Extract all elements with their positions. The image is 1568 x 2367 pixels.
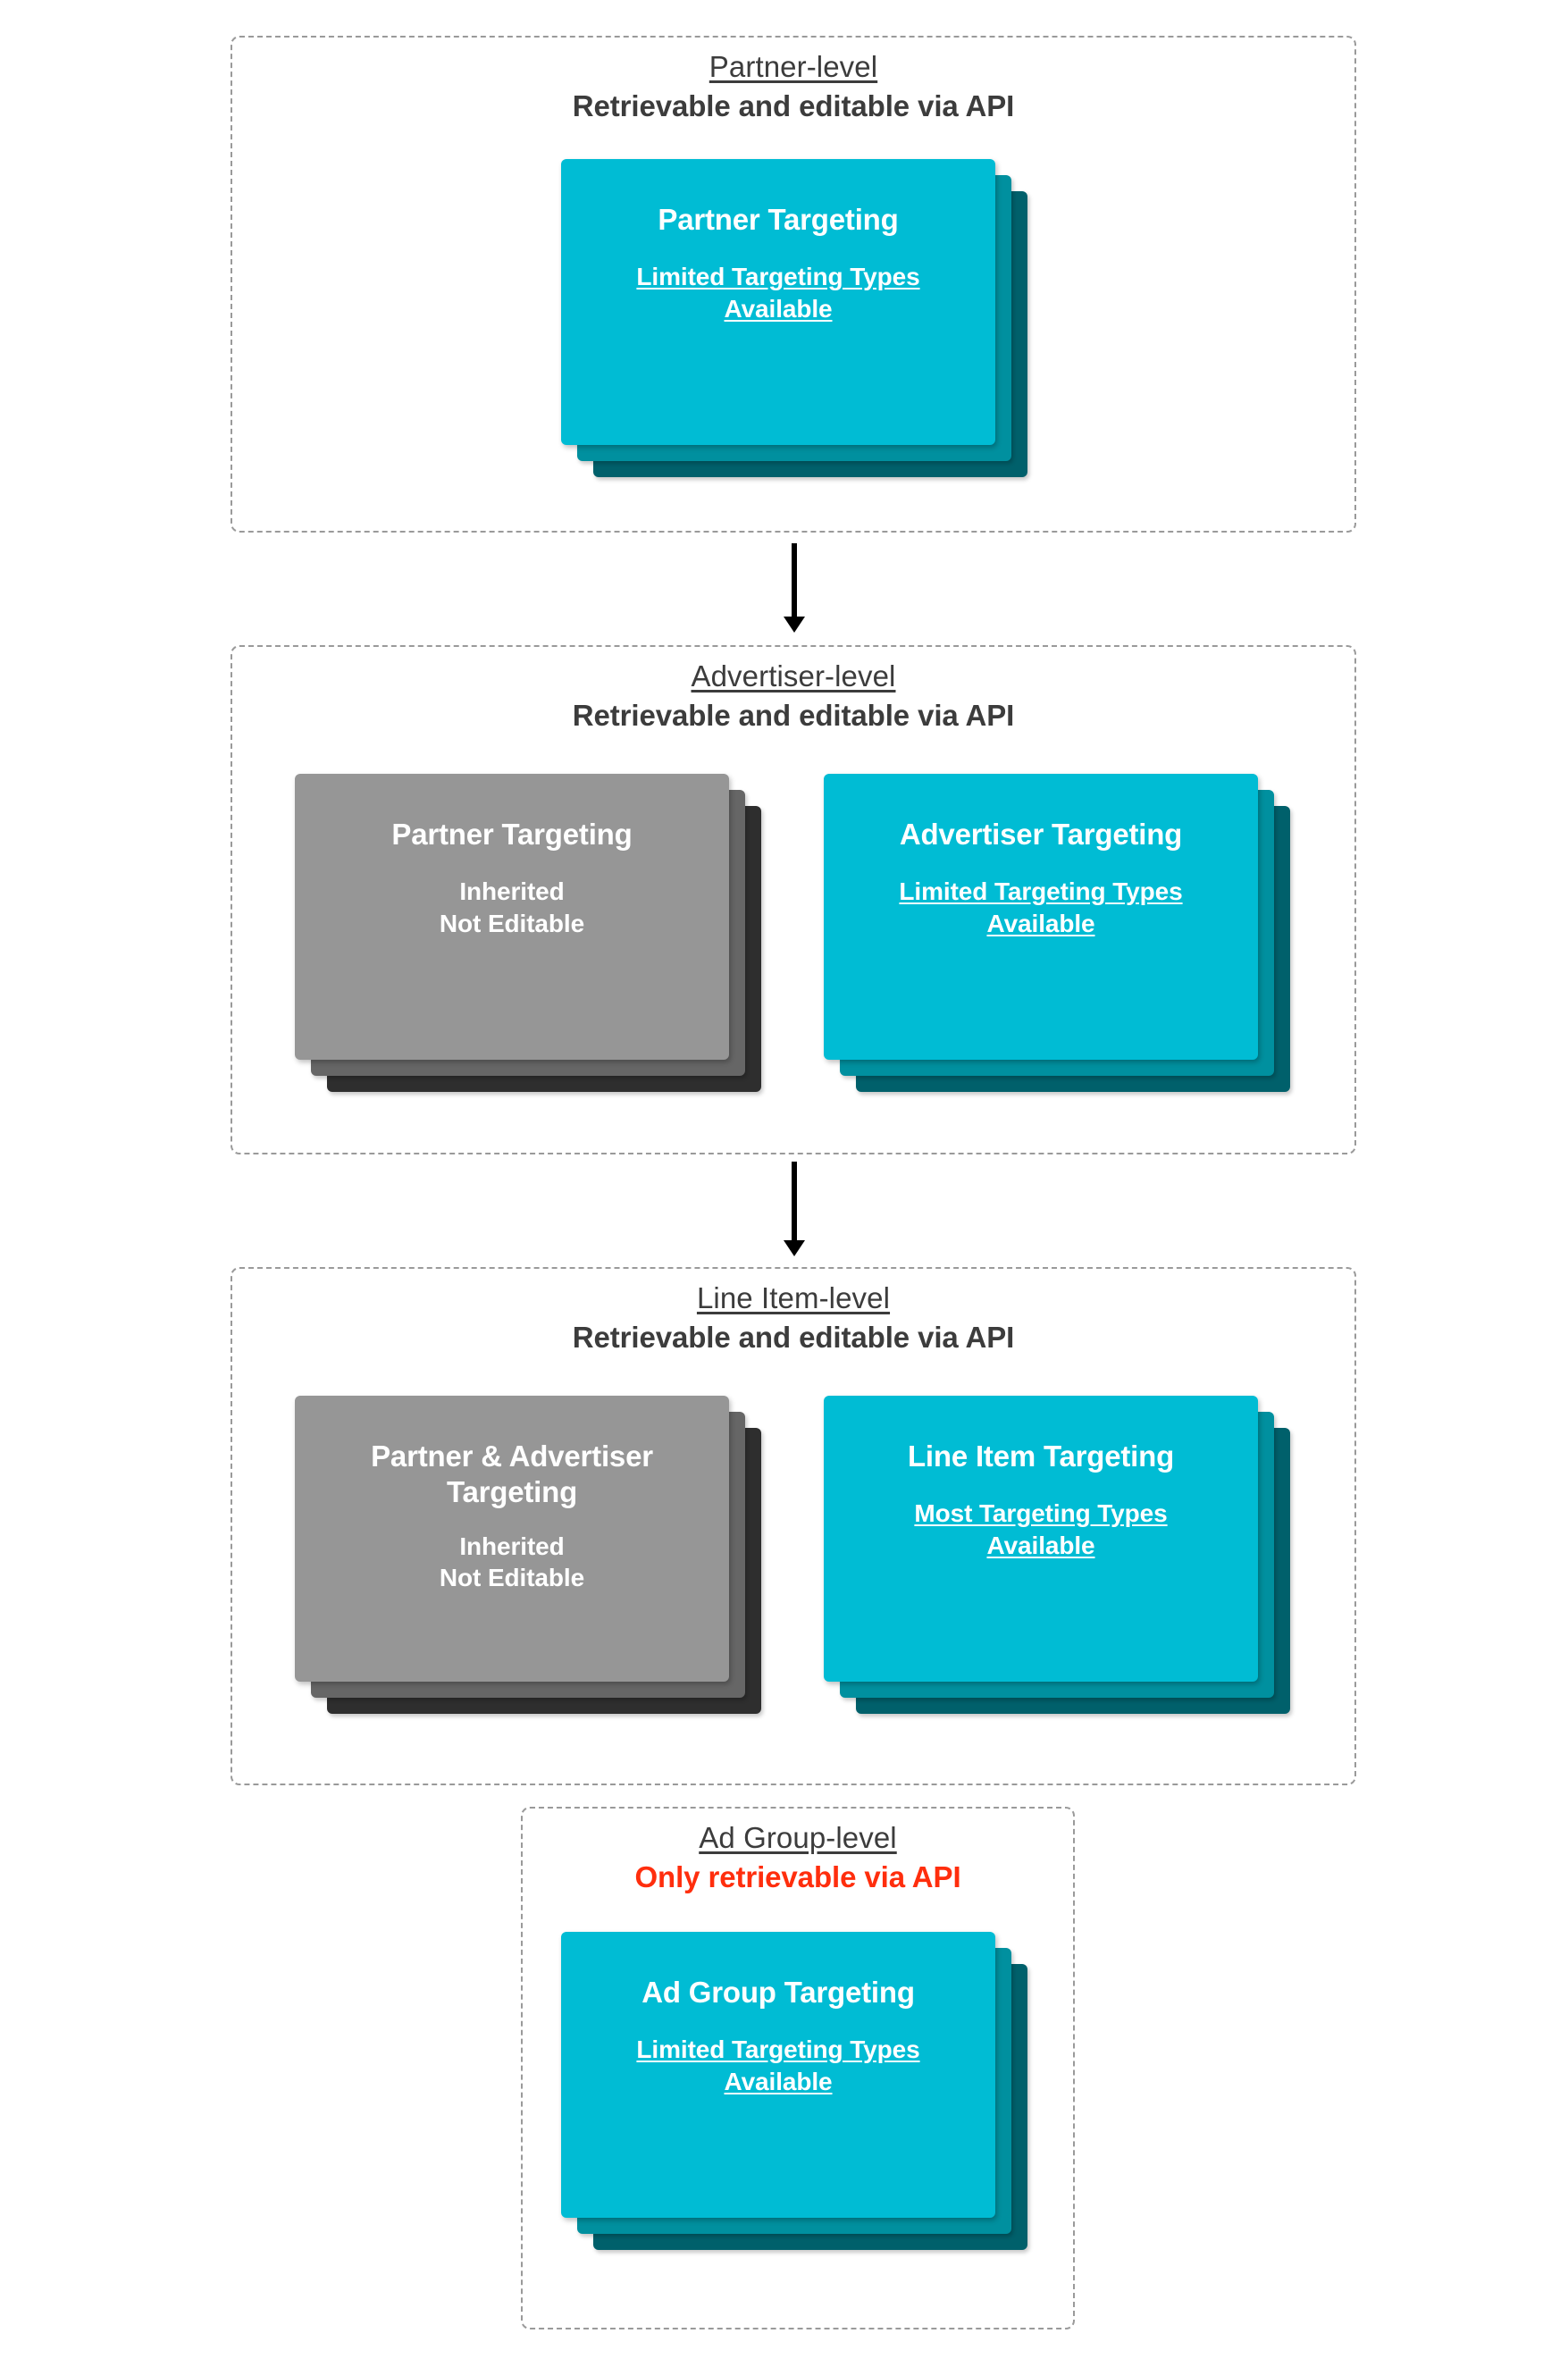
- arrow-shaft: [792, 543, 797, 618]
- level-heading-line-item: Line Item-level Retrievable and editable…: [232, 1281, 1354, 1356]
- level-name-partner: Partner-level: [709, 50, 878, 83]
- level-heading-ad-group: Ad Group-level Only retrievable via API: [523, 1821, 1073, 1895]
- level-heading-advertiser: Advertiser-level Retrievable and editabl…: [232, 659, 1354, 734]
- level-api-note-line-item: Retrievable and editable via API: [572, 1320, 1015, 1354]
- card-subtitle-line-item-targeting: Most Targeting Types Available: [914, 1499, 1168, 1559]
- arrow-head-icon: [784, 617, 805, 633]
- card-title-advertiser-targeting: Advertiser Targeting: [899, 818, 1183, 851]
- card-layer-front: Partner & Advertiser Targeting Inherited…: [295, 1396, 729, 1682]
- card-layer-front: Ad Group Targeting Limited Targeting Typ…: [561, 1932, 995, 2218]
- card-title-ad-group-targeting: Ad Group Targeting: [641, 1976, 915, 2009]
- card-subtitle-ad-group-targeting: Limited Targeting Types Available: [636, 2035, 920, 2095]
- level-api-note-advertiser: Retrievable and editable via API: [572, 698, 1015, 732]
- card-layer-front: Partner Targeting Inherited Not Editable: [295, 774, 729, 1060]
- card-stack-partner-targeting[interactable]: Partner Targeting Limited Targeting Type…: [561, 159, 1027, 477]
- card-layer-front: Line Item Targeting Most Targeting Types…: [824, 1396, 1258, 1682]
- card-title-partner-targeting-inherited: Partner Targeting: [391, 818, 633, 851]
- level-heading-partner: Partner-level Retrievable and editable v…: [232, 50, 1354, 124]
- arrow-partner-to-advertiser: [784, 543, 805, 633]
- card-title-partner-advertiser-targeting-inherited: Partner & Advertiser Targeting: [371, 1440, 653, 1509]
- card-subtitle-partner-targeting-inherited: Inherited Not Editable: [439, 877, 585, 937]
- arrow-advertiser-to-line-item: [784, 1162, 805, 1258]
- card-stack-advertiser-partner-inherited[interactable]: Partner Targeting Inherited Not Editable: [295, 774, 761, 1092]
- card-title-partner-targeting: Partner Targeting: [658, 203, 899, 236]
- level-name-advertiser: Advertiser-level: [691, 659, 896, 692]
- level-api-note-partner: Retrievable and editable via API: [572, 88, 1015, 122]
- card-subtitle-partner-targeting: Limited Targeting Types Available: [636, 263, 920, 323]
- arrow-head-icon: [784, 1240, 805, 1256]
- card-subtitle-partner-advertiser-targeting-inherited: Inherited Not Editable: [439, 1532, 585, 1591]
- card-stack-line-item-targeting[interactable]: Line Item Targeting Most Targeting Types…: [824, 1396, 1290, 1714]
- level-name-line-item: Line Item-level: [696, 1281, 891, 1314]
- card-stack-line-item-inherited[interactable]: Partner & Advertiser Targeting Inherited…: [295, 1396, 761, 1714]
- card-stack-ad-group-targeting[interactable]: Ad Group Targeting Limited Targeting Typ…: [561, 1932, 1027, 2250]
- arrow-shaft: [792, 1162, 797, 1242]
- level-api-note-ad-group: Only retrievable via API: [634, 1859, 961, 1893]
- level-name-ad-group: Ad Group-level: [699, 1821, 897, 1854]
- card-title-line-item-targeting: Line Item Targeting: [907, 1440, 1175, 1473]
- card-layer-front: Advertiser Targeting Limited Targeting T…: [824, 774, 1258, 1060]
- card-stack-advertiser-targeting[interactable]: Advertiser Targeting Limited Targeting T…: [824, 774, 1290, 1092]
- card-layer-front: Partner Targeting Limited Targeting Type…: [561, 159, 995, 445]
- card-subtitle-advertiser-targeting: Limited Targeting Types Available: [899, 877, 1183, 937]
